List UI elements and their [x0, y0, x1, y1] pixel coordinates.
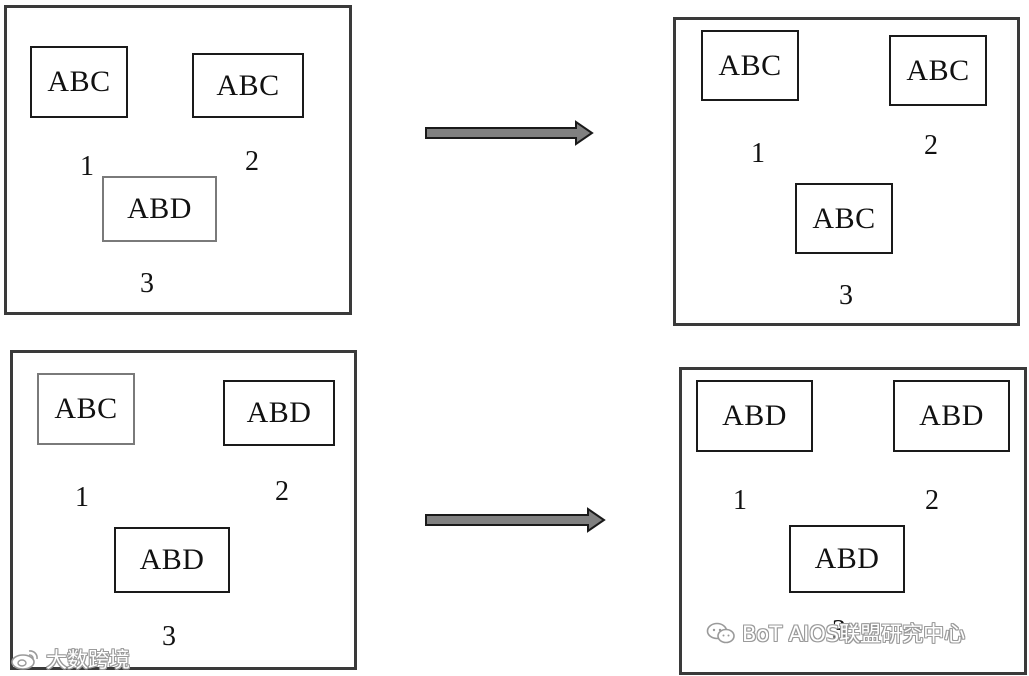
- row2-after-box-2: ABD: [893, 380, 1010, 452]
- row1-transition-arrow: [425, 120, 594, 146]
- row2-transition-arrow: [425, 507, 606, 533]
- row2-after-number-2: 2: [925, 485, 939, 516]
- row1-before-box-2: ABC: [192, 53, 304, 118]
- row1-before-panel: ABC ABC ABD 1 2 3: [4, 5, 352, 315]
- row2-before-number-1: 1: [75, 482, 89, 513]
- row1-before-number-2: 2: [245, 146, 259, 177]
- row1-after-box-3: ABC: [795, 183, 893, 254]
- row1-after-number-3: 3: [839, 280, 853, 311]
- row2-before-box-2: ABD: [223, 380, 335, 446]
- watermark-left-text: 大数跨境: [46, 648, 130, 672]
- row2-before-number-3: 3: [162, 621, 176, 652]
- watermark-left: 大数跨境: [10, 644, 130, 674]
- row1-before-box-3: ABD: [102, 176, 217, 242]
- row2-after-box-1: ABD: [696, 380, 813, 452]
- row1-before-number-1: 1: [80, 151, 94, 182]
- watermark-right: BoT AIOS联盟研究中心: [706, 618, 965, 648]
- row1-arrow-shape: [425, 120, 594, 146]
- watermark-right-text: BoT AIOS联盟研究中心: [742, 622, 966, 646]
- row2-before-panel: ABC ABD ABD 1 2 3: [10, 350, 357, 670]
- row1-after-number-1: 1: [751, 138, 765, 169]
- row2-after-box-3: ABD: [789, 525, 905, 593]
- row2-before-number-2: 2: [275, 476, 289, 507]
- row1-before-number-3: 3: [140, 268, 154, 299]
- row2-after-panel: ABD ABD ABD 1 2 3: [679, 367, 1027, 675]
- row2-before-box-3: ABD: [114, 527, 230, 593]
- row2-arrow-shape: [425, 507, 606, 533]
- row2-before-box-1: ABC: [37, 373, 135, 445]
- row2-after-number-3: 3: [832, 615, 846, 646]
- row1-after-panel: ABC ABC ABC 1 2 3: [673, 17, 1020, 326]
- row2-after-number-1: 1: [733, 485, 747, 516]
- row1-after-number-2: 2: [924, 130, 938, 161]
- row1-after-box-2: ABC: [889, 35, 987, 106]
- weibo-icon: [11, 650, 38, 670]
- row1-before-box-1: ABC: [30, 46, 128, 118]
- row1-after-box-1: ABC: [701, 30, 799, 101]
- wechat-icon: [706, 622, 735, 644]
